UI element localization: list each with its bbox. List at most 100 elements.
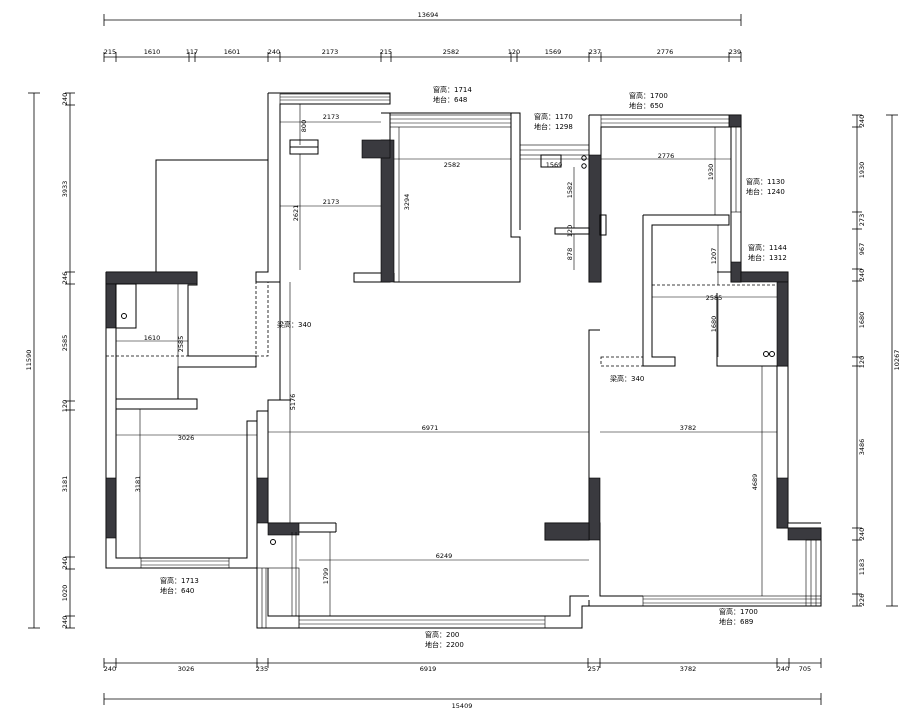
column-right-cap	[740, 271, 789, 283]
beams	[106, 281, 777, 367]
window-top-left	[279, 93, 391, 105]
note-window-1-height: 窗高：1714	[433, 85, 472, 94]
right-seg-7: 120	[858, 356, 866, 368]
top-seg-5: 240	[268, 48, 280, 56]
note-window-3-sill: 地台：650	[629, 101, 663, 110]
top-seg-4: 1601	[224, 48, 241, 56]
right-seg-11: 226	[858, 594, 866, 606]
note-beam-right: 梁高：340	[610, 374, 644, 383]
dim-2585-right: 2585	[706, 294, 723, 302]
dim-3181: 3181	[134, 476, 142, 493]
dim-3294: 3294	[403, 194, 411, 211]
window-top-small	[519, 144, 590, 156]
dim-2621: 2621	[292, 205, 300, 222]
bottom-seg-3: 235	[256, 665, 268, 673]
bottom-seg-1: 240	[104, 665, 116, 673]
top-total-label: 13694	[418, 11, 439, 19]
interior-dimension-text: 2173 800 2173 2621 3294 2582 1569 1582 1…	[134, 113, 759, 584]
column-c-left-base	[267, 522, 300, 536]
right-seg-6: 1680	[858, 312, 866, 329]
bottom-seg-7: 240	[777, 665, 789, 673]
left-seg-7: 240	[61, 557, 69, 569]
solid-columns	[105, 114, 822, 541]
column-top-mid	[380, 139, 395, 283]
window-right-tall	[730, 126, 742, 213]
top-segment-dimensions: 215 1610 117 1601 240 2173 215 2582 120 …	[103, 48, 742, 62]
bottom-seg-2: 3026	[178, 665, 195, 673]
note-window-6-height: 窗高：1713	[160, 576, 199, 585]
column-nw-left	[105, 283, 117, 329]
dim-3026: 3026	[178, 434, 195, 442]
dim-4689: 4689	[751, 474, 759, 491]
note-window-3-height: 窗高：1700	[629, 91, 668, 100]
bottom-total-dimension: 15409	[103, 693, 822, 710]
note-window-8-height: 窗高：1700	[719, 607, 758, 616]
dim-3782: 3782	[680, 424, 697, 432]
column-nw-top	[105, 271, 198, 285]
window-top-mid	[389, 114, 512, 128]
note-window-7-height: 窗高：200	[425, 630, 459, 639]
window-bottom-center	[256, 532, 546, 629]
dim-1569: 1569	[546, 161, 563, 169]
bottom-seg-4: 6919	[420, 665, 437, 673]
column-w-mid	[105, 477, 117, 539]
top-seg-3: 117	[186, 48, 198, 56]
bottom-seg-5: 257	[588, 665, 600, 673]
dim-800: 800	[300, 120, 308, 132]
column-top-mid-cap	[361, 139, 391, 159]
right-seg-1: 240	[858, 115, 866, 127]
top-seg-13: 239	[729, 48, 741, 56]
top-seg-12: 2776	[657, 48, 674, 56]
dim-1582: 1582	[566, 182, 574, 199]
right-seg-9: 240	[858, 528, 866, 540]
top-seg-1: 215	[104, 48, 116, 56]
right-segment-dimensions: 240 1930 273 967 240 1680 120 3486 240 1…	[852, 114, 866, 607]
note-window-8-sill: 地台：689	[719, 617, 753, 626]
dim-2173-mid: 2173	[323, 198, 340, 206]
dim-1930: 1930	[707, 164, 715, 181]
top-seg-11: 237	[589, 48, 601, 56]
left-seg-2: 3933	[61, 181, 69, 198]
note-window-2-height: 窗高：1170	[534, 112, 573, 121]
interior-dimension-lines	[116, 104, 777, 616]
left-seg-5: 120	[61, 400, 69, 412]
column-se	[787, 527, 822, 541]
right-seg-8: 3486	[858, 439, 866, 456]
left-seg-1: 240	[61, 93, 69, 105]
top-total-dimension: 13694	[103, 11, 742, 26]
left-seg-9: 240	[61, 616, 69, 628]
note-window-4-sill: 地台：1240	[746, 187, 785, 196]
dim-6971: 6971	[422, 424, 439, 432]
column-right-small	[730, 261, 742, 283]
right-total-dimension: 10267	[886, 114, 901, 607]
bottom-segment-dimensions: 240 3026 235 6919 257 3782 240 705	[103, 658, 822, 673]
note-window-5-sill: 地台：1312	[748, 253, 787, 262]
right-seg-2: 1930	[858, 162, 866, 179]
window-bottom-left	[140, 557, 230, 569]
left-seg-4: 2585	[61, 335, 69, 352]
dim-5176: 5176	[289, 394, 297, 411]
dim-1610: 1610	[144, 334, 161, 342]
bottom-seg-6: 3782	[680, 665, 697, 673]
column-right-vert	[776, 281, 789, 367]
dim-2582: 2582	[444, 161, 461, 169]
bottom-total-label: 15409	[452, 702, 473, 710]
dim-2585-left: 2585	[177, 336, 185, 353]
dim-1207: 1207	[710, 248, 718, 265]
right-seg-5: 240	[858, 269, 866, 281]
note-window-2-sill: 地台：1298	[534, 122, 573, 131]
column-c-right-base	[544, 522, 590, 541]
left-seg-8: 1020	[61, 585, 69, 602]
dim-1680: 1680	[710, 316, 718, 333]
top-seg-9: 120	[508, 48, 520, 56]
dim-120: 120	[566, 225, 574, 237]
dim-6249: 6249	[436, 552, 453, 560]
annotations: 窗高：1714 地台：648 窗高：1170 地台：1298 窗高：1700 地…	[160, 85, 787, 649]
left-seg-3: 246	[61, 272, 69, 284]
top-seg-8: 2582	[443, 48, 460, 56]
top-seg-6: 2173	[322, 48, 339, 56]
left-total-label: 11590	[25, 350, 33, 371]
left-total-dimension: 11590	[25, 92, 40, 629]
left-segment-dimensions: 240 3933 246 2585 120 3181 240 1020 240	[61, 92, 75, 629]
